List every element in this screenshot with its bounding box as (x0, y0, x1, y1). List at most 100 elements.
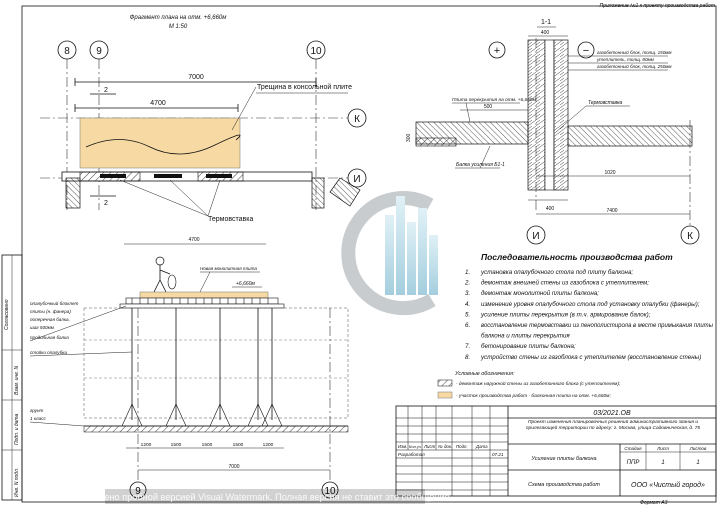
stamp-stage: ППР (627, 460, 640, 466)
plan-thermo-label: Термовставка (208, 216, 253, 223)
axis-i-label: И (353, 174, 360, 185)
s22-mark: +6,660м (236, 281, 255, 287)
minus-label: − (583, 45, 589, 57)
section11-dim-400b: 400 (546, 206, 555, 212)
side-strip: Согласовано Взам. инв. N Подп. и дата Ин… (1, 254, 23, 501)
plan-section-mark-bottom: 2 (104, 200, 108, 207)
s22-grout: грунт (30, 408, 43, 413)
sequence-item-number: 2. (464, 280, 470, 287)
sheet-frame (21, 5, 717, 503)
plan-crack-label: Трещина в консольной плите (257, 83, 352, 91)
section11-dim-7400: 7400 (606, 208, 617, 214)
sequence-item-text: устройство стены из газоблока с утеплите… (480, 354, 701, 361)
stamp-project: Проект изменения планировочных решений а… (525, 420, 701, 431)
sequence-item-text: демонтаж внешней стены из газоблока с ут… (481, 280, 649, 287)
plan-section-mark-top: 2 (104, 87, 108, 94)
section11-dim-400: 400 (541, 30, 550, 36)
section11-slab-label: Плита перекрытия на отм. +6,660м (452, 97, 536, 103)
legend-item-2: - участок производства работ - балконная… (456, 393, 611, 399)
s22-axis-9: 9 (135, 486, 141, 497)
wall-note-2: утеплитель, толщ. 80мм (596, 57, 655, 62)
plus-marker (488, 41, 506, 59)
sequence-item-number: 7. (465, 343, 470, 350)
s22-label-6: стойки опалубки (30, 349, 67, 355)
stamp-sheet: 1 (661, 460, 664, 466)
side-invp: Инв. N подл. (14, 468, 20, 497)
sequence-item-text: установка опалубочного стола под плиту б… (480, 269, 633, 276)
sequence-item-text: бетонирование плиты балкона; (481, 343, 576, 350)
stamp-sheet-h: Лист (656, 446, 669, 451)
section11-axis-k: К (687, 231, 693, 242)
axis-8-label: 8 (64, 46, 70, 57)
s22-label-4: шаг 500мм (30, 325, 55, 330)
s22-label-3: поперечная балка, (30, 317, 70, 322)
legend-item-1: - демонтаж наружной стены из газобетонно… (456, 380, 621, 387)
stamp-format: Формат А3 (640, 500, 668, 506)
plan-dim-7000: 7000 (188, 74, 204, 81)
stamp-date: 07.21 (492, 452, 504, 457)
minus-marker (577, 41, 595, 59)
sequence-item-text: усиление плиты перекрытия (в т.ч. армиро… (480, 311, 651, 318)
col-doc: № док. (438, 444, 452, 449)
floor-slab-section (567, 125, 693, 147)
sequence-item-text: изменение уровня опалубочного стола под … (481, 301, 700, 308)
wall-layer-outer (527, 39, 546, 191)
section-1-1: 1-1 400 + − газобетонный блок, толщ. 150… (406, 19, 700, 245)
title-block: Изм. Кол.уч Лист № док. Подп. Дата Разра… (395, 405, 717, 506)
stamp-title2: Схема производства работ (528, 482, 600, 488)
stamp-stage-h: Стадия (624, 446, 642, 451)
plus-label: + (494, 45, 500, 57)
balcony-slab-plan (79, 117, 241, 169)
section11-thermo-label: Термовставка (588, 100, 622, 106)
col-sign: Подп. (456, 444, 468, 449)
section11-dim-300: 300 (406, 133, 412, 142)
s22-axis-10-bubble (321, 481, 339, 499)
legend: Условные обозначения: - демонтаж наружно… (437, 371, 621, 399)
legend-swatch-slab (437, 391, 453, 399)
s22-dim-4700: 4700 (188, 237, 199, 243)
s22-new-slab (139, 291, 269, 299)
s22-axis-9-bubble (129, 481, 147, 499)
section11-dim-500: 500 (484, 104, 493, 110)
watermark-text: Замечено пробной версией Visual Watermar… (78, 492, 452, 502)
watermark-logo (341, 191, 438, 316)
section11-beam-label: Балка усиления Б1-1 (456, 162, 505, 168)
section-2-2: 4700 +6,660м Новая монолитная плита (29, 237, 349, 499)
s22-grout-sub: 1 класс (30, 416, 46, 421)
s22-dim-3: 1500 (233, 442, 244, 448)
s22-monolith-label: Новая монолитная плита (200, 266, 257, 271)
legend-title: Условные обозначения: (454, 371, 515, 377)
side-sign: Подп. и дата (14, 413, 20, 445)
stamp-code: 03/2021.ОВ (593, 410, 631, 417)
plan-title: Фрагмент плана на отм. +6,660м (130, 15, 227, 21)
side-inv: Взам. инв. N (14, 365, 20, 395)
s22-dim-total: 7000 (228, 464, 239, 470)
stamp-title1: Усиление плиты балкона (531, 456, 597, 462)
wall-note-3: газобетонный блок, толщ. 250мм (597, 63, 672, 69)
sequence-item-number: 5. (465, 311, 470, 318)
section11-title: 1-1 (541, 19, 551, 26)
col-list: Лист (423, 444, 436, 449)
sequence-item-number: 4. (465, 301, 470, 308)
sequence-item-number: 8. (465, 354, 470, 361)
col-izm: Изм. (398, 444, 407, 449)
worker-figure (153, 256, 177, 293)
sequence-title: Последовательность производства работ (481, 252, 673, 262)
s22-label-5: продольная балка (30, 335, 69, 340)
stamp-sheets: 1 (696, 460, 699, 466)
col-kol: Кол.уч (409, 444, 421, 449)
section11-axis-k-bubble (680, 225, 700, 245)
sequence-item-text: демонтаж монолитной плиты балкона; (481, 290, 599, 297)
plan-view: Фрагмент плана на отм. +6,660м М 1:50 8 … (40, 15, 367, 223)
s22-dim-0: 1200 (141, 442, 152, 448)
s22-label-1: опалубочный блоклет (30, 300, 78, 306)
plan-dim-4700: 4700 (150, 100, 166, 107)
wall-layer-inner (553, 39, 569, 191)
axis-k-label: К (354, 114, 360, 125)
axis-9-label: 9 (96, 46, 102, 57)
wall-note-1: газобетонный блок, толщ. 150мм (597, 49, 672, 55)
watermark-band (105, 489, 425, 504)
axis-10-label: 10 (310, 46, 322, 57)
s22-axis-10: 10 (324, 486, 336, 497)
